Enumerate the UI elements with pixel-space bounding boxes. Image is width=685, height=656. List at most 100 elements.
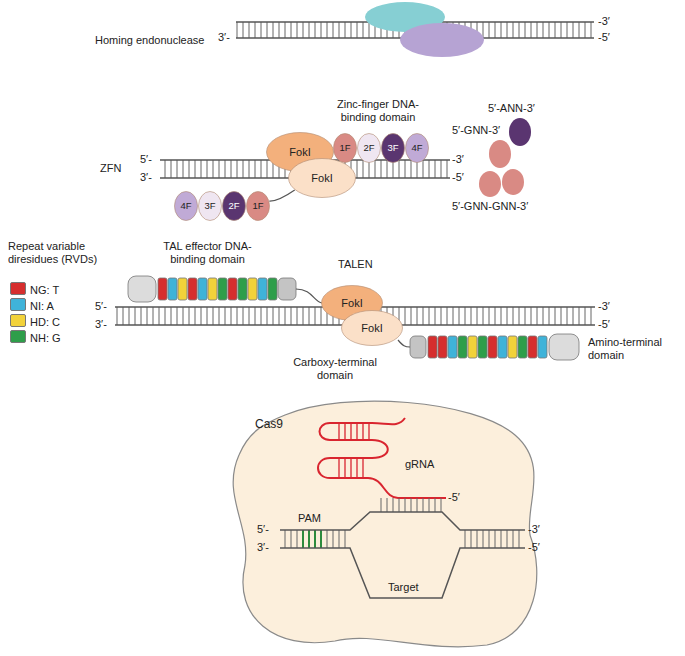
dna-strand — [280, 548, 525, 598]
strand-end: -5′ — [528, 541, 540, 554]
nuclease-name: TALEN — [338, 258, 373, 271]
rvd-repeat — [208, 278, 217, 300]
strand-end: -5′ — [448, 491, 460, 503]
cas9-outline — [225, 395, 545, 651]
domain-title: TAL effector DNA-binding domain — [163, 240, 251, 265]
node-ellipse — [199, 192, 222, 221]
rvd-repeat — [218, 278, 227, 300]
strand-end: -5′ — [598, 318, 610, 330]
rvd-repeat — [178, 278, 187, 300]
node-ellipse — [289, 159, 356, 198]
triplet-label: 5′-GNN-GNN-3′ — [452, 200, 528, 212]
zinc-finger: 3F — [381, 133, 405, 163]
rvd-repeat — [498, 336, 507, 358]
rvd-repeat — [238, 278, 247, 300]
domain-label: FokI — [311, 172, 332, 184]
strand-end: 5′- — [257, 523, 269, 536]
rvd-repeat — [228, 278, 237, 300]
cas9-protein: Cas9 — [225, 395, 545, 651]
node-ellipse — [358, 134, 381, 163]
base-pairs — [282, 530, 300, 548]
protein-name: Cas9 — [255, 417, 335, 431]
finger-label: 3F — [387, 143, 398, 153]
node-ellipse — [175, 192, 198, 221]
node-ellipse — [406, 134, 429, 163]
rvd-repeat — [448, 336, 457, 358]
rvd-repeat — [268, 278, 277, 300]
domain-label: FokI — [289, 146, 310, 158]
base-pairs — [324, 530, 348, 548]
domain-label: Carboxy-terminal domain — [285, 356, 385, 382]
base-pairs — [462, 530, 524, 548]
node-ellipse — [334, 134, 357, 163]
rvd-repeat — [168, 278, 177, 300]
target-label: Target — [388, 581, 419, 594]
strand-end: 3′- — [218, 31, 230, 44]
strand-end: 3′- — [95, 318, 107, 330]
legend-swatch — [10, 314, 26, 327]
rvd-repeat — [458, 336, 467, 358]
zinc-finger: 4F — [174, 191, 198, 221]
rvd-repeat — [438, 336, 447, 358]
zinc-finger-module — [489, 140, 511, 168]
foki-domain: FokI — [288, 158, 356, 198]
rvd-repeat — [538, 336, 547, 358]
rvd-repeat — [508, 336, 517, 358]
rna-label: gRNA — [405, 458, 434, 471]
legend-entry: HD: C — [10, 314, 60, 329]
strand-end: 3′- — [257, 541, 269, 553]
domain-label: FokI — [341, 297, 362, 309]
rvd-repeat — [518, 336, 527, 358]
node-ellipse — [382, 134, 405, 163]
strand-end: 5′- — [95, 300, 107, 313]
finger-label: 1F — [252, 201, 263, 211]
strand-end: 3′- — [140, 171, 152, 183]
rvd-repeat — [528, 336, 537, 358]
zinc-finger: 3F — [198, 191, 222, 221]
strand-end: 3′- — [257, 541, 269, 554]
strand-end: -5′ — [448, 491, 460, 504]
legend-entry: NI: A — [10, 298, 54, 313]
legend-text: NI: A — [30, 300, 54, 312]
endonuclease-subunit — [400, 23, 484, 57]
finger-label: 2F — [363, 143, 374, 153]
foki-domain: FokI — [341, 310, 403, 346]
rvd-repeat — [158, 278, 167, 300]
nuclease-name: ZFN — [100, 162, 121, 174]
strand-end: -5′ — [598, 318, 610, 331]
rvd-repeat — [468, 336, 477, 358]
legend-entry: NG: T — [10, 282, 59, 297]
finger-label: 4F — [411, 143, 422, 153]
triplet-label: 5′-ANN-3′ — [488, 102, 535, 114]
zinc-finger: 2F — [222, 191, 246, 221]
strand-end: -5′ — [452, 171, 464, 184]
strand-end: -5′ — [452, 171, 464, 183]
tal-array — [128, 276, 296, 302]
node-ellipse — [342, 311, 403, 346]
zinc-finger: 1F — [333, 133, 357, 163]
legend-swatch — [10, 298, 26, 311]
strand-end: 5′- — [95, 300, 107, 312]
linker — [398, 340, 410, 347]
tal-array — [410, 334, 579, 360]
triplet-label: 5′-ANN-3′ — [488, 102, 535, 115]
rvd-repeat — [198, 278, 207, 300]
legend-swatch — [10, 330, 26, 343]
legend-text: HD: C — [30, 316, 60, 328]
protein-name: Homing endonuclease — [95, 34, 204, 46]
linker — [296, 289, 322, 303]
zinc-finger: 4F — [405, 133, 429, 163]
guide-rna — [318, 418, 446, 498]
strand-end: -5′ — [528, 541, 540, 553]
domain-label: Amino-terminal domain — [588, 336, 672, 362]
strand-end: -5′ — [598, 31, 610, 44]
amino-terminal-cap — [549, 334, 579, 360]
cas9-blob — [233, 401, 537, 647]
zinc-finger-module — [509, 118, 531, 146]
strand-end: -3′ — [598, 15, 610, 27]
strand-end: 3′- — [95, 318, 107, 331]
zinc-finger: 1F — [246, 191, 270, 221]
legend-entry: NH: G — [10, 330, 61, 345]
domain-label: FokI — [361, 322, 382, 334]
amino-terminal-cap — [128, 276, 156, 302]
